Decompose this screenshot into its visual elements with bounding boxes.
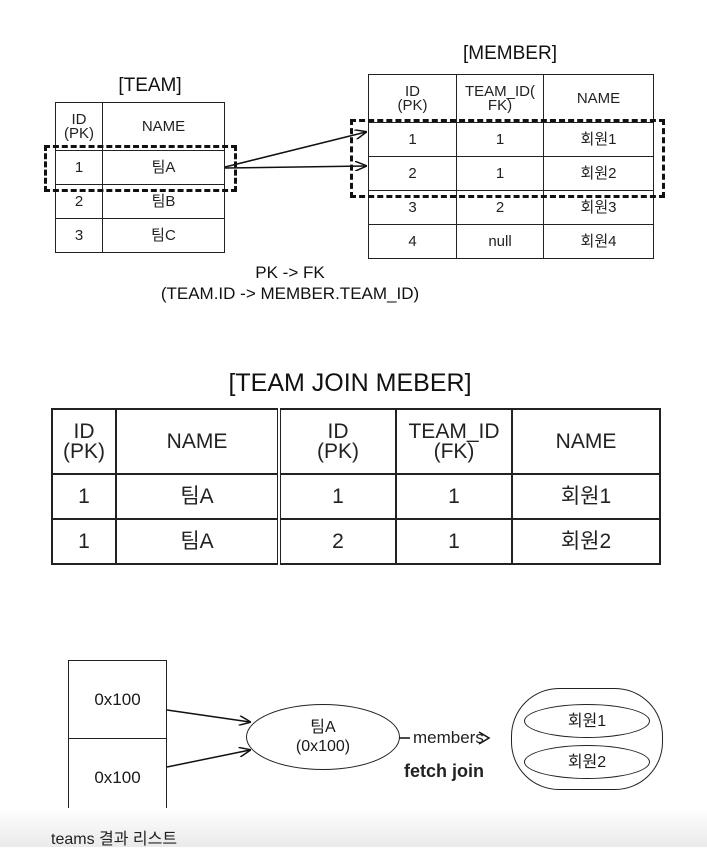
members-label: members <box>413 728 484 747</box>
ref-arrow-1 <box>166 709 250 722</box>
fk-arrow-2 <box>224 166 366 168</box>
table-row: 1 1 회원1 <box>368 122 654 157</box>
member-cell: 회원1 <box>543 122 654 157</box>
member-cell: null <box>456 224 544 259</box>
join-cell: 1 <box>395 473 513 520</box>
join-header-team-name: NAME <box>115 408 281 475</box>
member-highlight-dashed-box <box>350 119 665 198</box>
join-table-title: [TEAM JOIN MEBER] <box>228 369 472 397</box>
member-object-oval: 회원2 <box>524 745 650 779</box>
member-table-title: [MEMBER] <box>463 43 557 64</box>
bottom-bar <box>0 808 707 847</box>
member-cell: 4 <box>368 224 457 259</box>
join-cell: 1 <box>278 473 397 520</box>
join-cell: 1 <box>395 518 513 565</box>
join-cell: 1 <box>51 473 117 520</box>
table-row: 1 팀A 1 1 회원1 <box>51 473 661 520</box>
member-object-oval: 회원1 <box>524 704 650 738</box>
join-header-member-id: ID (PK) <box>278 408 397 475</box>
team-cell: 팀A <box>102 150 225 185</box>
join-cell: 회원2 <box>511 518 661 565</box>
ref-arrow-2 <box>166 750 250 768</box>
join-cell: 2 <box>278 518 397 565</box>
table-row: 1 팀A 2 1 회원2 <box>51 518 661 565</box>
team-object-oval: 팀A (0x100) <box>246 704 400 770</box>
team-object-name: 팀A <box>310 719 336 736</box>
join-cell: 팀A <box>115 473 281 520</box>
member-cell: 2 <box>368 156 457 191</box>
relation-caption-line2: (TEAM.ID -> MEMBER.TEAM_ID) <box>160 284 420 303</box>
join-cell: 회원1 <box>511 473 661 520</box>
table-row: 4 null 회원4 <box>368 224 654 259</box>
team-object-address: (0x100) <box>295 738 351 755</box>
team-cell: 팀C <box>102 218 225 253</box>
result-list-cell: 0x100 <box>68 738 167 818</box>
members-arrow-head <box>478 731 491 745</box>
result-list-cell: 0x100 <box>68 660 167 740</box>
member-header-id: ID (PK) <box>368 74 457 123</box>
team-table: ID (PK) NAME 1 팀A 2 팀B 3 팀C <box>55 102 225 253</box>
team-cell: 1 <box>55 150 103 185</box>
join-header-team-fk: TEAM_ID (FK) <box>395 408 513 475</box>
join-header-member-name: NAME <box>511 408 661 475</box>
join-table: ID (PK) NAME ID (PK) TEAM_ID (FK) NAME 1… <box>51 408 661 565</box>
join-cell: 팀A <box>115 518 281 565</box>
member-cell: 1 <box>368 122 457 157</box>
join-header-team-id: ID (PK) <box>51 408 117 475</box>
fetch-join-label: fetch join <box>404 761 484 781</box>
table-row: 1 팀A <box>55 150 225 185</box>
relation-caption-line1: PK -> FK <box>255 263 325 282</box>
result-list-label: teams 결과 리스트 <box>51 831 178 848</box>
relation-caption: PK -> FK (TEAM.ID -> MEMBER.TEAM_ID) <box>120 262 460 304</box>
member-cell: 회원4 <box>543 224 654 259</box>
join-cell: 1 <box>51 518 117 565</box>
team-header-name: NAME <box>102 102 225 151</box>
fk-arrow-1 <box>224 132 366 168</box>
table-row: 3 팀C <box>55 218 225 253</box>
team-table-title: [TEAM] <box>118 75 182 96</box>
